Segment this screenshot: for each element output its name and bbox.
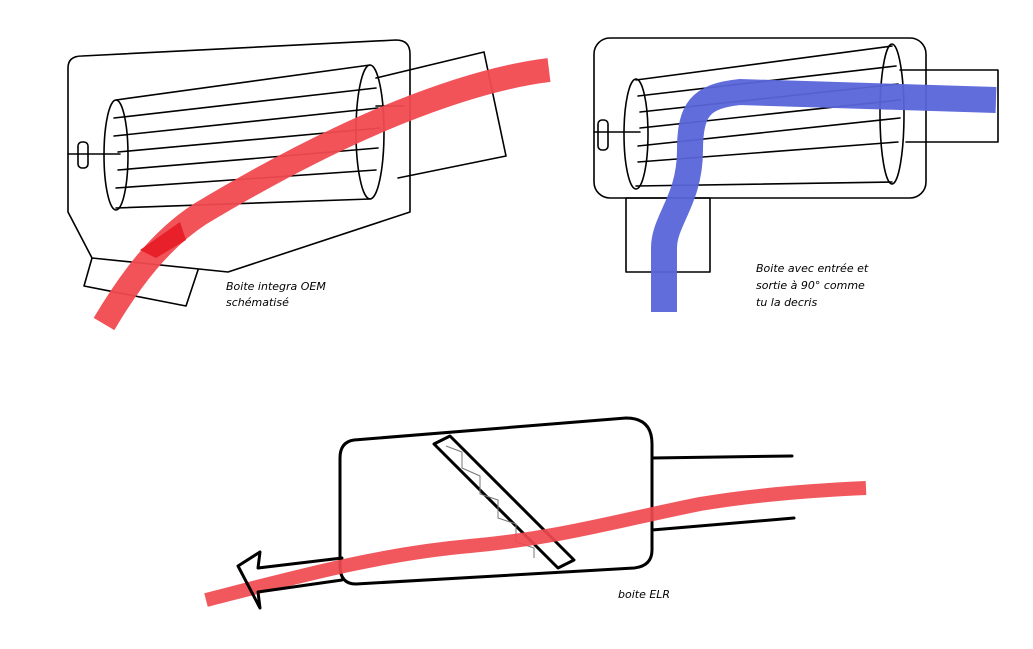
ninety-filter-left-end (623, 78, 649, 190)
oem-box-housing (67, 39, 411, 273)
ninety-filter-right-end (879, 43, 905, 185)
oem-filter-pleats (113, 64, 381, 209)
elr-airflow-path (204, 481, 867, 607)
oem-caption-line-2: schématisé (226, 296, 289, 309)
oem-outlet-duct (375, 51, 507, 179)
elr-box-diagram: boite ELR (204, 416, 867, 610)
elr-pipe-bottom (650, 516, 796, 532)
ninety-airflow-path (651, 78, 997, 312)
oem-knob (77, 141, 89, 169)
oem-caption: Boite integra OEM schématisé (226, 280, 329, 309)
ninety-filter-pleats (635, 45, 901, 187)
ninety-knob (597, 119, 609, 151)
ninety-box-housing (593, 37, 927, 199)
oem-caption-line-1: Boite integra OEM (226, 280, 326, 293)
oem-airflow-overlap (140, 222, 186, 258)
elr-pipe-top (650, 454, 794, 460)
ninety-caption: Boite avec entrée et sortie à 90° comme … (756, 262, 872, 309)
elr-caption: boite ELR (618, 588, 670, 601)
elr-flow-arrow (236, 550, 344, 610)
ninety-degree-box-diagram: Boite avec entrée et sortie à 90° comme … (593, 37, 999, 312)
oem-box-diagram: Boite integra OEM schématisé (67, 39, 551, 331)
ninety-caption-line-1: Boite avec entrée et (756, 262, 869, 275)
elr-box-housing (338, 416, 654, 586)
elr-caption-line-1: boite ELR (618, 588, 670, 601)
ninety-caption-line-2: sortie à 90° comme (756, 279, 865, 292)
ninety-caption-line-3: tu la decris (756, 296, 817, 309)
oem-airflow-path (93, 58, 551, 331)
elr-filter-panel (432, 434, 576, 570)
ninety-outlet-duct (899, 69, 999, 143)
